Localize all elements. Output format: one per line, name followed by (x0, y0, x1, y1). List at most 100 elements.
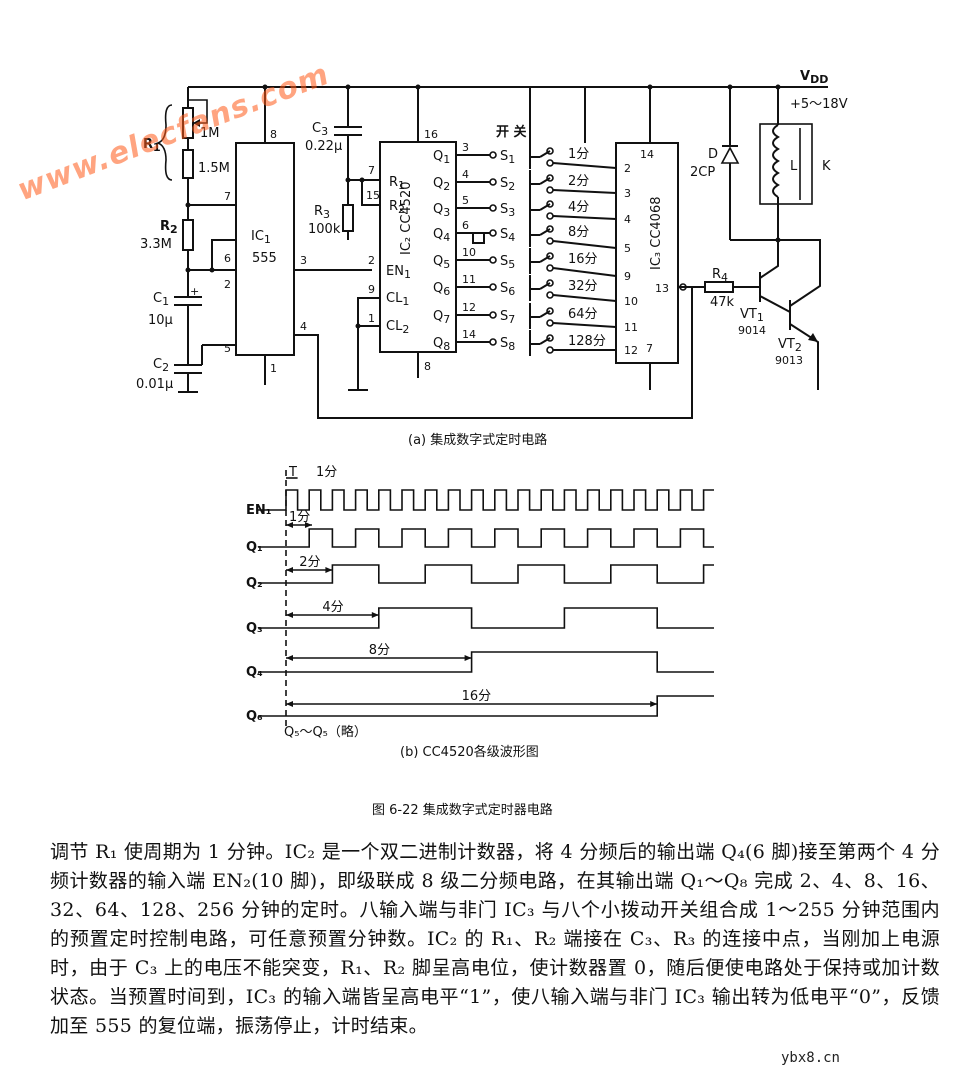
svg-text:R3: R3 (314, 204, 330, 221)
r1-fixed (182, 149, 194, 179)
waveform-trace (258, 489, 714, 511)
svg-text:CL1: CL1 (386, 291, 409, 308)
switch-contact[interactable] (489, 283, 497, 291)
switch-contact[interactable] (489, 311, 497, 319)
circuit-figure: VDD +5～18V + R1 1M 1.5M R2 3.3M C1 10μ C… (136, 69, 848, 818)
switch-contact[interactable] (489, 204, 497, 212)
ic3-input-pin: 12 (624, 344, 638, 357)
schematic: VDD +5～18V + R1 1M 1.5M R2 3.3M C1 10μ C… (136, 69, 848, 419)
svg-text:555: 555 (252, 251, 277, 266)
switch-label[interactable]: S5 (500, 254, 515, 271)
r2-resistor (182, 219, 194, 251)
switch-label[interactable]: S6 (500, 281, 515, 298)
q-pin-label: 12 (462, 301, 476, 314)
duration-label: 2分 (299, 555, 320, 570)
q-output-label: Q1 (433, 149, 450, 166)
svg-text:1: 1 (270, 362, 277, 375)
svg-text:47k: 47k (710, 295, 735, 310)
ic3-cc4068 (615, 142, 679, 364)
q-pin-label: 11 (462, 273, 476, 286)
c1-label: C1 (153, 291, 169, 308)
caption-b: (b) CC4520各级波形图 (400, 744, 539, 760)
waveform-note: Q₅～Q₅（略） (284, 724, 367, 740)
vdd-label: VDD (800, 69, 828, 86)
svg-text:1: 1 (368, 312, 375, 325)
wave-row-label: Q₂ (246, 576, 263, 591)
svg-text:VT2: VT2 (778, 337, 802, 354)
svg-text:2: 2 (224, 278, 231, 291)
ic3-input-pin: 10 (624, 295, 638, 308)
paragraph-text: 调节 R₁ 使周期为 1 分钟。IC₂ 是一个双二进制计数器，将 4 分频后的输… (50, 841, 940, 1037)
svg-text:3: 3 (300, 254, 307, 267)
svg-text:8: 8 (270, 128, 277, 141)
svg-text:9: 9 (368, 283, 375, 296)
q-pin-label: 5 (462, 194, 469, 207)
waveform-trace (258, 564, 714, 584)
r1-pot-value: 1M (200, 126, 220, 141)
svg-text:6: 6 (224, 252, 231, 265)
ic3-input-pin: 9 (624, 270, 631, 283)
ic3-input-pin: 4 (624, 213, 631, 226)
svg-text:VT1: VT1 (740, 307, 764, 324)
supply-voltage-label: +5～18V (790, 97, 848, 112)
r4-resistor (704, 281, 734, 293)
ic3-input-pin: 5 (624, 242, 631, 255)
switch-contact[interactable] (489, 338, 497, 346)
r3-resistor (342, 204, 354, 232)
switch-label[interactable]: S3 (500, 202, 515, 219)
switch-contact[interactable] (489, 151, 497, 159)
caption-a: (a) 集成数字式定时电路 (408, 432, 547, 448)
switch-label[interactable]: S8 (500, 336, 515, 353)
r2-value: 3.3M (140, 237, 172, 252)
switch-time-label: 2分 (568, 174, 589, 189)
svg-text:2CP: 2CP (690, 165, 715, 180)
ic3-input-pin: 2 (624, 162, 631, 175)
duration-label: 1分 (289, 510, 310, 525)
description-paragraph: 调节 R₁ 使周期为 1 分钟。IC₂ 是一个双二进制计数器，将 4 分频后的输… (50, 838, 940, 1041)
switch-time-label: 32分 (568, 279, 598, 294)
switch-contact[interactable] (489, 256, 497, 264)
waveform-trace (258, 651, 714, 673)
switch-label[interactable]: S2 (500, 176, 515, 193)
r1-label: R1 (143, 137, 161, 154)
figure-title: 图 6-22 集成数字式定时器电路 (372, 802, 553, 818)
svg-text:13: 13 (655, 282, 669, 295)
svg-text:C3: C3 (312, 121, 328, 138)
wave-row-label: Q₆ (246, 709, 263, 724)
ic1-555 (235, 142, 295, 356)
q-pin-label: 3 (462, 141, 469, 154)
svg-text:100k: 100k (308, 222, 341, 237)
svg-text:9014: 9014 (738, 324, 766, 337)
svg-text:16: 16 (424, 128, 438, 141)
wave-row-label: Q₃ (246, 621, 263, 636)
switch-contact[interactable] (489, 229, 497, 237)
svg-text:IC1: IC1 (251, 229, 271, 246)
q-pin-label: 10 (462, 246, 476, 259)
q-output-label: Q3 (433, 202, 450, 219)
switch-label[interactable]: S4 (500, 227, 515, 244)
wave-row-label: Q₄ (246, 665, 263, 680)
svg-text:7: 7 (224, 190, 231, 203)
switch-label[interactable]: S1 (500, 149, 515, 166)
q-output-label: Q8 (433, 336, 450, 353)
ic3-input-pin: 11 (624, 321, 638, 334)
relay-coil (772, 124, 780, 198)
ic2-label: IC₂ CC4520 (399, 182, 414, 256)
svg-text:R1: R1 (389, 175, 405, 192)
svg-text:R2: R2 (389, 199, 405, 216)
switch-label[interactable]: S7 (500, 309, 515, 326)
svg-text:7: 7 (646, 342, 653, 355)
ic3-label: IC₃ CC4068 (649, 197, 664, 271)
switch-contact[interactable] (489, 178, 497, 186)
c2-value: 0.01μ (136, 377, 173, 392)
svg-text:15: 15 (366, 189, 380, 202)
svg-text:L: L (790, 159, 798, 174)
svg-text:+: + (190, 285, 199, 298)
switch-time-label: 1分 (568, 147, 589, 162)
q-output-label: Q6 (433, 281, 450, 298)
q-pin-label: 4 (462, 168, 469, 181)
waveform-trace (258, 528, 714, 548)
footer-watermark: ybx8.cn (780, 1050, 840, 1066)
svg-text:0.22μ: 0.22μ (305, 139, 342, 154)
